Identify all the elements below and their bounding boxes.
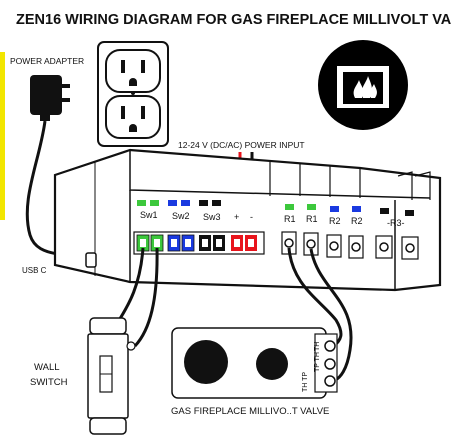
sw3-indicator-b bbox=[212, 200, 221, 206]
valve-terminal-bottom-label: TH TP bbox=[302, 372, 309, 392]
power-outlet-icon bbox=[97, 41, 169, 147]
r3b-indicator bbox=[405, 210, 414, 216]
diagram-title: ZEN16 WIRING DIAGRAM FOR GAS FIREPLACE M… bbox=[16, 12, 452, 28]
wall-switch-label-line1: WALL bbox=[34, 362, 60, 373]
r1a-wire bbox=[287, 247, 343, 347]
r2b-indicator bbox=[352, 206, 361, 212]
sw3-indicator-a bbox=[199, 200, 208, 206]
fireplace-flame-icon bbox=[318, 40, 408, 130]
input-terminal-block bbox=[133, 231, 265, 255]
terminal-plus-label: + bbox=[234, 212, 239, 222]
r2a-indicator bbox=[330, 206, 339, 212]
valve-caption: GAS FIREPLACE MILLIVO..T VALVE bbox=[171, 406, 329, 417]
zen16-device bbox=[53, 148, 442, 292]
terminal-sw3-label: Sw3 bbox=[203, 212, 221, 222]
r1b-indicator bbox=[307, 204, 316, 210]
terminal-r1b-label: R1 bbox=[306, 214, 318, 224]
power-input-label: 12-24 V (DC/AC) POWER INPUT bbox=[178, 140, 305, 150]
terminal-r2a-label: R2 bbox=[329, 216, 341, 226]
valve-terminal-mid-label: TP TH bbox=[314, 352, 321, 372]
sw1-indicator-b bbox=[150, 200, 159, 206]
terminal-minus-label: - bbox=[250, 212, 253, 222]
power-adapter-label: POWER ADAPTER bbox=[10, 56, 84, 66]
relay-terminal-block bbox=[281, 231, 419, 260]
usb-c-label: USB C bbox=[22, 266, 47, 275]
r1b-wire bbox=[309, 248, 353, 382]
valve-knob-right bbox=[256, 348, 288, 380]
wall-switch-label-line2: SWITCH bbox=[30, 377, 68, 388]
terminal-sw2-label: Sw2 bbox=[172, 211, 190, 221]
r3a-indicator bbox=[380, 208, 389, 214]
wall-switch bbox=[87, 317, 136, 435]
valve-terminal-top-label: TH bbox=[314, 342, 321, 351]
valve-knob-left bbox=[184, 340, 228, 384]
sw2-indicator-b bbox=[181, 200, 190, 206]
terminal-r3-label: -R3- bbox=[387, 218, 405, 228]
sw2-indicator-a bbox=[168, 200, 177, 206]
terminal-r2b-label: R2 bbox=[351, 216, 363, 226]
accent-bar bbox=[0, 52, 5, 220]
power-adapter-icon bbox=[30, 75, 70, 121]
terminal-r1a-label: R1 bbox=[284, 214, 296, 224]
terminal-sw1-label: Sw1 bbox=[140, 210, 158, 220]
r1a-indicator bbox=[285, 204, 294, 210]
usb-cable bbox=[25, 120, 59, 256]
sw1-wire-b bbox=[133, 247, 159, 348]
usb-c-port bbox=[85, 252, 97, 268]
sw1-indicator-a bbox=[137, 200, 146, 206]
gas-valve bbox=[171, 327, 338, 399]
